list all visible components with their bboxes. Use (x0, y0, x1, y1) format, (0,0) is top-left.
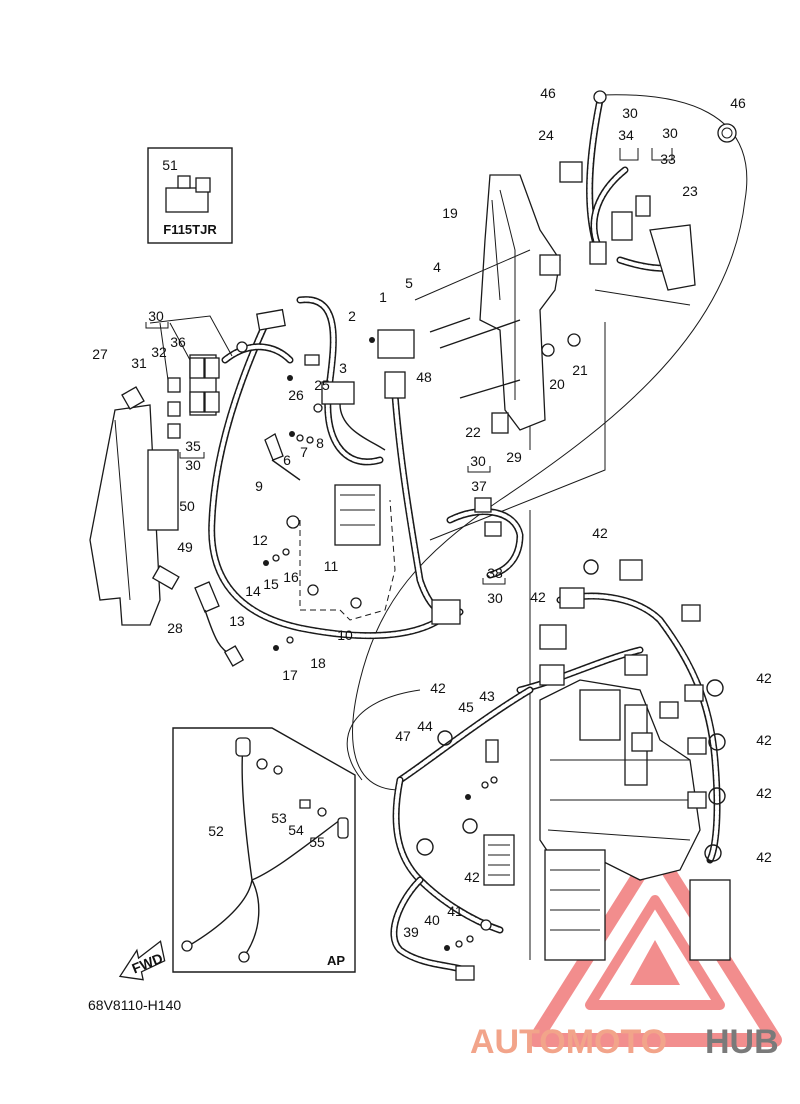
callout-46: 46 (540, 85, 556, 101)
callout-41: 41 (447, 903, 463, 919)
fwd-arrow: FWD (118, 940, 166, 981)
callout-15: 15 (263, 576, 279, 592)
engine-harness (390, 559, 726, 981)
callout-44: 44 (417, 718, 433, 734)
drawing-code: 68V8110-H140 (88, 997, 181, 1013)
main-harness (189, 296, 524, 667)
callout-27: 27 (92, 346, 108, 362)
engine-block (539, 679, 731, 961)
callout-54: 54 (288, 822, 304, 838)
callout-30: 30 (487, 590, 503, 606)
callout-51: 51 (162, 157, 178, 173)
callout-42: 42 (756, 732, 772, 748)
callout-13: 13 (229, 613, 245, 629)
callout-12: 12 (252, 532, 268, 548)
callout-4: 4 (433, 259, 441, 275)
callout-24: 24 (538, 127, 554, 143)
callout-36: 36 (170, 334, 186, 350)
model-label: F115TJR (163, 222, 217, 237)
callout-14: 14 (245, 583, 261, 599)
watermark-text-accent: AUTOMOTO (470, 1023, 667, 1061)
callout-47: 47 (395, 728, 411, 744)
callout-30: 30 (148, 308, 164, 324)
group-brackets (145, 322, 506, 585)
model-inset: F115TJR (147, 147, 233, 244)
callout-29: 29 (506, 449, 522, 465)
callout-7: 7 (300, 444, 308, 460)
callout-26: 26 (288, 387, 304, 403)
callout-50: 50 (179, 498, 195, 514)
relay-cluster (149, 315, 248, 439)
callout-1: 1 (379, 289, 387, 305)
callout-17: 17 (282, 667, 298, 683)
callout-42: 42 (464, 869, 480, 885)
callout-37: 37 (471, 478, 487, 494)
callout-45: 45 (458, 699, 474, 715)
callout-21: 21 (572, 362, 588, 378)
callout-6: 6 (283, 452, 291, 468)
callout-53: 53 (271, 810, 287, 826)
callout-10: 10 (337, 627, 353, 643)
callout-39: 39 (403, 924, 419, 940)
callout-42: 42 (530, 589, 546, 605)
watermark-text-dark: HUB (705, 1023, 779, 1061)
callout-30: 30 (185, 457, 201, 473)
callout-34: 34 (618, 127, 634, 143)
callout-42: 42 (756, 849, 772, 865)
callout-42: 42 (756, 785, 772, 801)
callout-9: 9 (255, 478, 263, 494)
callout-25: 25 (314, 377, 330, 393)
callout-22: 22 (465, 424, 481, 440)
callout-46: 46 (730, 95, 746, 111)
callout-16: 16 (283, 569, 299, 585)
callout-2: 2 (348, 308, 356, 324)
callout-42: 42 (756, 670, 772, 686)
callout-18: 18 (310, 655, 326, 671)
callout-28: 28 (167, 620, 183, 636)
callout-48: 48 (416, 369, 432, 385)
callout-33: 33 (660, 151, 676, 167)
callout-23: 23 (682, 183, 698, 199)
callout-11: 11 (324, 558, 339, 574)
callout-42: 42 (592, 525, 608, 541)
callout-49: 49 (177, 539, 193, 555)
callout-8: 8 (316, 435, 324, 451)
callout-38: 38 (487, 565, 503, 581)
callout-31: 31 (131, 355, 147, 371)
ap-label: AP (327, 953, 345, 968)
callout-30: 30 (662, 125, 678, 141)
callout-30: 30 (622, 105, 638, 121)
callout-55: 55 (309, 834, 325, 850)
ap-inset: AP (172, 727, 356, 973)
upper-bracket (414, 161, 691, 434)
callout-5: 5 (405, 275, 413, 291)
callout-40: 40 (424, 912, 440, 928)
callout-35: 35 (185, 438, 201, 454)
callout-42: 42 (430, 680, 446, 696)
left-panel (89, 386, 180, 626)
callout-43: 43 (479, 688, 495, 704)
callout-30: 30 (470, 453, 486, 469)
routing-lines (346, 94, 748, 960)
callout-52: 52 (208, 823, 224, 839)
callout-20: 20 (549, 376, 565, 392)
callout-3: 3 (339, 360, 347, 376)
callout-19: 19 (442, 205, 458, 221)
upper-harness (586, 90, 737, 291)
callout-32: 32 (151, 344, 167, 360)
